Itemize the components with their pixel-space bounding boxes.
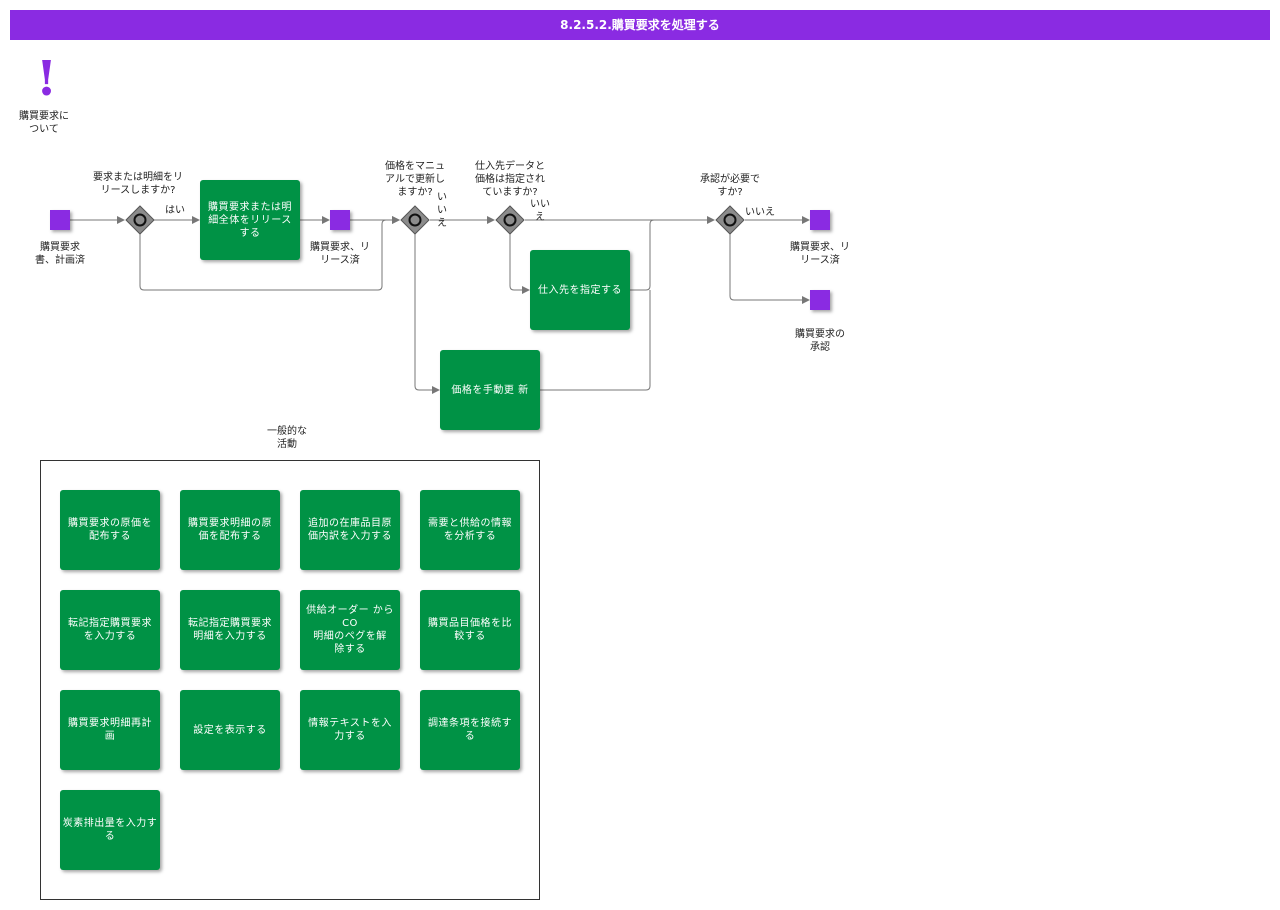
task-price-update[interactable]: 価格を手動更 新 xyxy=(440,350,540,430)
g3-question: 仕入先データと 価格は指定され ていますか? xyxy=(475,161,545,198)
g2-no-label: い い え xyxy=(437,192,447,229)
task-label: 購買要求明細再計 画 xyxy=(68,718,152,742)
g2-question: 価格をマニュ アルで更新し ますか? xyxy=(385,161,445,198)
start-event-label: 購買要求 書、計画済 xyxy=(35,242,85,266)
end-event-approval-label: 購買要求の 承認 xyxy=(795,329,845,353)
g3-no-label: いい え xyxy=(530,199,550,223)
flow-g4-yes xyxy=(729,234,810,304)
task-label: 購買要求の原価を 配布する xyxy=(68,518,152,542)
exclusive-gateway-icon[interactable] xyxy=(125,205,155,235)
flow-g1-no xyxy=(139,216,400,291)
task-label: 設定を表示する xyxy=(193,724,267,736)
task-label: 需要と供給の情報 を分析する xyxy=(428,518,512,542)
end-event-released-label: 購買要求、リ リース済 xyxy=(790,242,850,266)
task-label: 供給オーダー から CO 明細のペグを解 除する xyxy=(306,605,394,655)
task-label: 調達条項を接続す る xyxy=(428,718,512,742)
general-activity-task[interactable]: 転記指定購買要求 を入力する xyxy=(60,590,160,670)
task-label: 購買品目価格を比 較する xyxy=(428,618,512,642)
task-label: 転記指定購買要求 を入力する xyxy=(68,618,152,642)
task-label: 情報テキストを入 力する xyxy=(308,718,392,742)
general-activity-task[interactable]: 購買要求の原価を 配布する xyxy=(60,490,160,570)
end-event-approval[interactable] xyxy=(810,290,830,310)
flow-g2-yes xyxy=(414,234,440,394)
task-release-requisition[interactable]: 購買要求または明 細全体をリリース する xyxy=(200,180,300,260)
task-label: 仕入先を指定する xyxy=(538,284,622,296)
general-activity-task[interactable]: 追加の在庫品目原 価内訳を入力する xyxy=(300,490,400,570)
page-title: 8.2.5.2.購買要求を処理する xyxy=(10,10,1270,40)
general-activity-task[interactable]: 炭素排出量を入力する xyxy=(60,790,160,870)
g4-question: 承認が必要で すか? xyxy=(700,174,760,198)
exclusive-gateway-icon[interactable] xyxy=(495,205,525,235)
exclusive-gateway-icon[interactable] xyxy=(715,205,745,235)
flow-price-merge xyxy=(540,290,651,391)
start-event[interactable] xyxy=(50,210,70,230)
task-label: 価格を手動更 新 xyxy=(451,384,529,396)
general-activity-task[interactable]: 転記指定購買要求 明細を入力する xyxy=(180,590,280,670)
general-activity-task[interactable]: 設定を表示する xyxy=(180,690,280,770)
end-event-released[interactable] xyxy=(810,210,830,230)
general-activity-task[interactable]: 需要と供給の情報 を分析する xyxy=(420,490,520,570)
task-label: 購買要求明細の原 価を配布する xyxy=(188,518,272,542)
general-activity-task[interactable]: 購買品目価格を比 較する xyxy=(420,590,520,670)
general-activity-task[interactable]: 情報テキストを入 力する xyxy=(300,690,400,770)
task-specify-supplier[interactable]: 仕入先を指定する xyxy=(530,250,630,330)
released-event-label: 購買要求、リ リース済 xyxy=(310,242,370,266)
g1-question: 要求または明細をリ リースしますか? xyxy=(93,172,183,196)
exclamation-icon[interactable]: ! xyxy=(36,51,58,107)
g1-yes-label: はい xyxy=(165,205,185,216)
info-label: 購買要求に ついて xyxy=(19,111,69,135)
task-label: 追加の在庫品目原 価内訳を入力する xyxy=(308,518,392,542)
g4-no-label: いいえ xyxy=(745,207,775,218)
task-label: 購買要求または明 細全体をリリース する xyxy=(208,201,292,239)
general-activity-task[interactable]: 購買要求明細再計 画 xyxy=(60,690,160,770)
task-label: 炭素排出量を入力する xyxy=(62,818,158,842)
released-event[interactable] xyxy=(330,210,350,230)
general-activity-task[interactable]: 供給オーダー から CO 明細のペグを解 除する xyxy=(300,590,400,670)
general-activities-title: 一般的な 活動 xyxy=(267,426,307,450)
general-activities-group xyxy=(40,460,540,900)
task-label: 転記指定購買要求 明細を入力する xyxy=(188,618,272,642)
general-activity-task[interactable]: 購買要求明細の原 価を配布する xyxy=(180,490,280,570)
flow-g3-yes xyxy=(509,234,530,294)
exclusive-gateway-icon[interactable] xyxy=(400,205,430,235)
flow-supplier-merge xyxy=(630,219,655,291)
general-activity-task[interactable]: 調達条項を接続す る xyxy=(420,690,520,770)
